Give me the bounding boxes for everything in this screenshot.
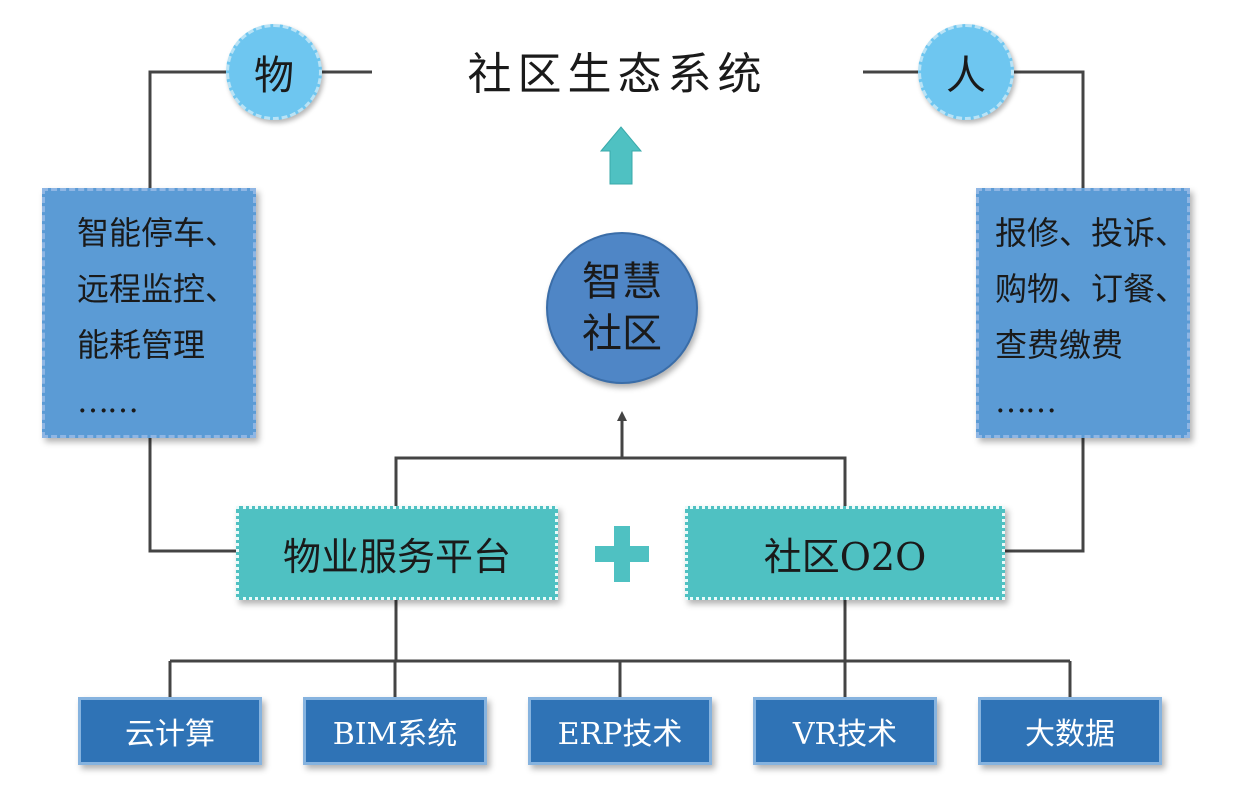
tech-box-cloud: 云计算 [78, 697, 262, 765]
right-feature-1: 报修、投诉、 [995, 214, 1188, 252]
connector-ren-rightbox [1014, 70, 1085, 190]
tech-box-bim: BIM系统 [303, 697, 487, 765]
property-service-platform-label: 物业服务平台 [282, 534, 511, 579]
tech-label-bigdata: 大数据 [1025, 717, 1115, 752]
connector-leftbox-platform [148, 437, 236, 553]
tech-box-erp: ERP技术 [528, 697, 712, 765]
left-feature-2: 远程监控、 [77, 270, 238, 308]
node-ren-label: 人 [946, 53, 986, 99]
tech-box-bigdata: 大数据 [978, 697, 1162, 765]
left-feature-ellipsis: …… [77, 382, 139, 420]
right-feature-2: 购物、订餐、 [995, 270, 1188, 308]
node-ren-circle: 人 [918, 24, 1014, 120]
smart-community-circle: 智慧 社区 [546, 232, 698, 384]
tech-label-erp: ERP技术 [557, 717, 683, 752]
connector-platform-bracket [394, 456, 847, 506]
tech-label-vr: VR技术 [792, 717, 898, 752]
left-feature-3: 能耗管理 [77, 326, 206, 364]
left-feature-1: 智能停车、 [77, 214, 238, 252]
smart-community-line1: 智慧 [582, 259, 662, 305]
node-wu-circle: 物 [226, 24, 322, 120]
right-feature-3: 查费缴费 [995, 326, 1124, 364]
node-wu-label: 物 [254, 53, 294, 99]
resident-features-box: 报修、投诉、 购物、订餐、 查费缴费 …… [976, 188, 1190, 438]
smart-community-line2: 社区 [582, 311, 662, 357]
big-up-arrow-icon [599, 126, 643, 185]
community-o2o-label: 社区O2O [763, 534, 927, 579]
community-o2o-box: 社区O2O [685, 506, 1005, 600]
right-feature-ellipsis: …… [995, 382, 1057, 420]
property-features-box: 智能停车、 远程监控、 能耗管理 …… [42, 188, 256, 438]
property-service-platform-box: 物业服务平台 [236, 506, 558, 600]
connector-rightbox-o2o [1005, 437, 1085, 553]
connector-wu-leftbox [148, 70, 226, 190]
tech-box-vr: VR技术 [753, 697, 937, 765]
diagram-title: 社区生态系统 [467, 49, 768, 100]
tech-label-bim: BIM系统 [332, 717, 458, 752]
tech-label-cloud: 云计算 [125, 717, 215, 752]
plus-icon-vertical [614, 526, 630, 582]
